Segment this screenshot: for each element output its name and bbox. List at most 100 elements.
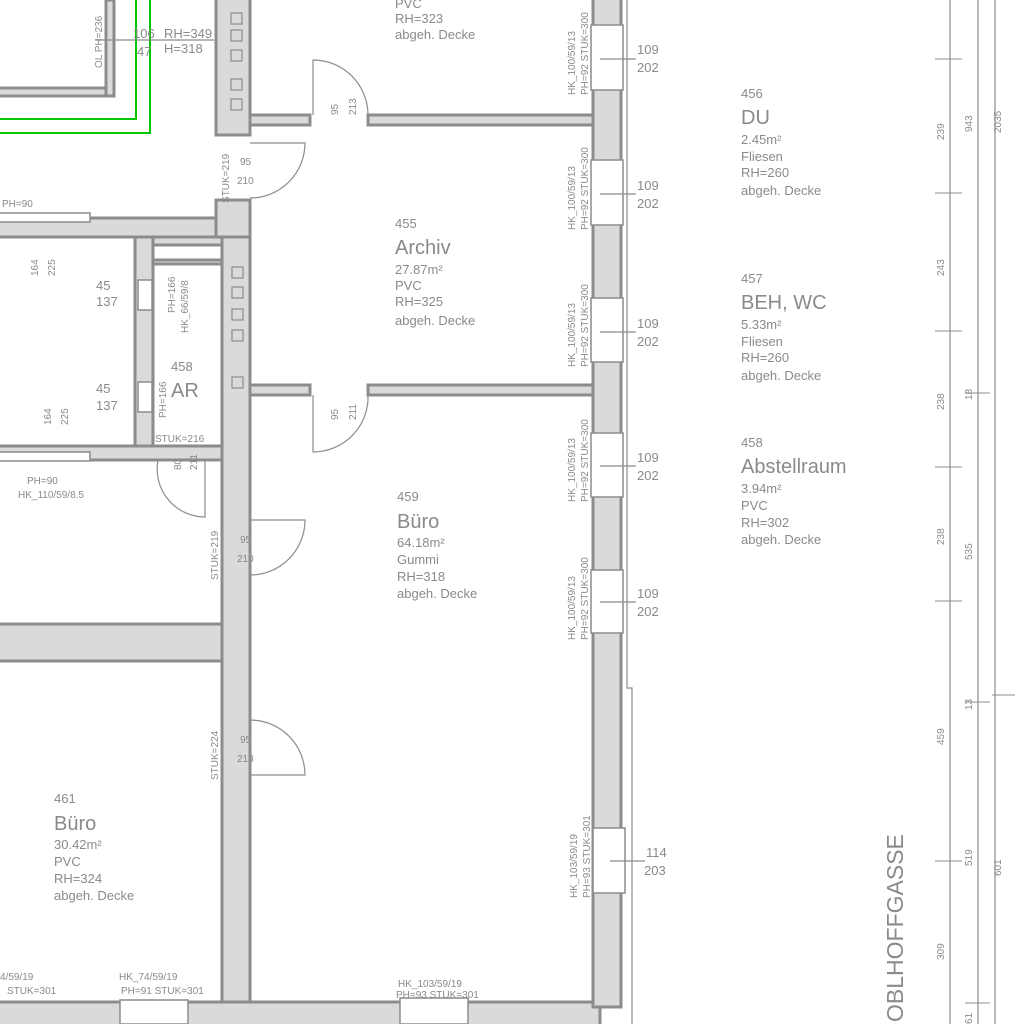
svg-text:45: 45 — [96, 278, 110, 293]
svg-text:213: 213 — [348, 98, 359, 115]
svg-text:4/59/19: 4/59/19 — [0, 972, 34, 983]
svg-text:210: 210 — [237, 554, 254, 565]
svg-text:RH=302: RH=302 — [741, 515, 789, 530]
svg-text:AR: AR — [171, 380, 199, 402]
svg-text:RH=260: RH=260 — [741, 165, 789, 180]
svg-text:PVC: PVC — [54, 854, 81, 869]
svg-text:PH=92 STUK=300: PH=92 STUK=300 — [580, 147, 591, 230]
svg-text:106: 106 — [133, 26, 155, 41]
svg-text:95: 95 — [240, 735, 252, 746]
svg-text:HK_100/59/13: HK_100/59/13 — [567, 166, 578, 230]
svg-text:2.45m²: 2.45m² — [741, 132, 782, 147]
room-458-label: 458 Abstellraum 3.94m² PVC RH=302 abgeh.… — [741, 435, 847, 547]
svg-text:PH=90: PH=90 — [27, 476, 58, 487]
svg-text:RH=260: RH=260 — [741, 350, 789, 365]
svg-text:203: 203 — [644, 863, 666, 878]
svg-text:202: 202 — [637, 334, 659, 349]
svg-text:HK_66/59/8: HK_66/59/8 — [180, 280, 191, 333]
svg-text:PVC: PVC — [395, 0, 422, 11]
shaft-wall — [214, 0, 252, 137]
svg-text:456: 456 — [741, 86, 763, 101]
svg-text:95: 95 — [330, 103, 341, 115]
svg-text:601: 601 — [993, 859, 1004, 876]
svg-text:Büro: Büro — [397, 511, 439, 533]
svg-text:459: 459 — [936, 728, 947, 745]
green-boundary — [0, 0, 151, 134]
svg-text:109: 109 — [637, 450, 659, 465]
svg-text:239: 239 — [936, 123, 947, 140]
svg-text:DU: DU — [741, 107, 770, 129]
door-swings — [156, 59, 369, 776]
svg-text:202: 202 — [637, 604, 659, 619]
svg-text:61: 61 — [964, 1012, 975, 1024]
svg-text:PVC: PVC — [395, 278, 422, 293]
shaft-markers — [230, 12, 244, 389]
top-left-wall — [0, 0, 116, 98]
svg-text:HK_100/59/13: HK_100/59/13 — [567, 438, 578, 502]
svg-text:RH=325: RH=325 — [395, 294, 443, 309]
svg-text:95: 95 — [240, 157, 252, 168]
svg-text:STUK=216: STUK=216 — [155, 434, 205, 445]
svg-text:OL PH=236: OL PH=236 — [94, 15, 105, 68]
svg-text:PH=93 STUK=301: PH=93 STUK=301 — [582, 815, 593, 898]
svg-text:Fliesen: Fliesen — [741, 149, 783, 164]
svg-text:3.94m²: 3.94m² — [741, 481, 782, 496]
svg-text:164: 164 — [30, 259, 41, 276]
svg-text:HK_100/59/13: HK_100/59/13 — [567, 576, 578, 640]
svg-text:STUK=301: STUK=301 — [7, 986, 57, 997]
svg-text:109: 109 — [637, 586, 659, 601]
svg-text:45: 45 — [96, 381, 110, 396]
svg-text:238: 238 — [936, 528, 947, 545]
svg-text:164: 164 — [43, 408, 54, 425]
svg-text:HK_110/59/8.5: HK_110/59/8.5 — [18, 490, 84, 501]
svg-text:abgeh. Decke: abgeh. Decke — [395, 27, 475, 42]
svg-text:HK_100/59/13: HK_100/59/13 — [567, 303, 578, 367]
svg-text:PH=166: PH=166 — [158, 381, 169, 418]
svg-text:PH=92 STUK=300: PH=92 STUK=300 — [580, 12, 591, 95]
svg-text:202: 202 — [637, 196, 659, 211]
svg-text:RH=349: RH=349 — [164, 26, 212, 41]
svg-text:PH=92 STUK=300: PH=92 STUK=300 — [580, 557, 591, 640]
svg-text:RH=324: RH=324 — [54, 871, 102, 886]
svg-text:abgeh. Decke: abgeh. Decke — [741, 183, 821, 198]
svg-text:2035: 2035 — [993, 110, 1004, 133]
svg-text:PH=92 STUK=300: PH=92 STUK=300 — [580, 284, 591, 367]
svg-text:BEH, WC: BEH, WC — [741, 292, 827, 314]
room-461-label: 461 Büro 30.42m² PVC RH=324 abgeh. Decke — [54, 791, 134, 903]
svg-text:PH=90: PH=90 — [2, 199, 33, 210]
svg-text:519: 519 — [964, 849, 975, 866]
svg-text:5.33m²: 5.33m² — [741, 317, 782, 332]
room-459-label: 459 Büro 64.18m² Gummi RH=318 abgeh. Dec… — [397, 489, 477, 601]
svg-text:457: 457 — [741, 271, 763, 286]
svg-text:238: 238 — [936, 393, 947, 410]
svg-text:PH=93 STUK=301: PH=93 STUK=301 — [396, 990, 479, 1001]
svg-text:HK_103/59/19: HK_103/59/19 — [398, 979, 462, 990]
svg-text:HK_74/59/19: HK_74/59/19 — [119, 972, 178, 983]
svg-text:Abstellraum: Abstellraum — [741, 456, 847, 478]
svg-text:202: 202 — [637, 60, 659, 75]
svg-text:abgeh. Decke: abgeh. Decke — [395, 313, 475, 328]
svg-text:225: 225 — [60, 408, 71, 425]
svg-text:95: 95 — [240, 535, 252, 546]
svg-text:H=318: H=318 — [164, 41, 203, 56]
svg-text:Gummi: Gummi — [397, 552, 439, 567]
svg-text:458: 458 — [741, 435, 763, 450]
svg-text:abgeh. Decke: abgeh. Decke — [397, 586, 477, 601]
svg-text:30.42m²: 30.42m² — [54, 837, 102, 852]
svg-text:HK_100/59/13: HK_100/59/13 — [567, 31, 578, 95]
dimension-labels: 239 243 238 238 459 309 943 18 535 13 51… — [936, 110, 1004, 1024]
svg-text:211: 211 — [348, 404, 359, 420]
svg-text:213: 213 — [237, 754, 254, 765]
room-top-partial: PVC RH=323 abgeh. Decke — [395, 0, 475, 42]
svg-text:309: 309 — [936, 943, 947, 960]
svg-text:STUK=219: STUK=219 — [210, 530, 221, 580]
svg-text:abgeh. Decke: abgeh. Decke — [741, 532, 821, 547]
room-457-label: 457 BEH, WC 5.33m² Fliesen RH=260 abgeh.… — [741, 271, 827, 383]
svg-text:211: 211 — [189, 454, 200, 470]
svg-text:109: 109 — [637, 42, 659, 57]
svg-text:27.87m²: 27.87m² — [395, 262, 443, 277]
svg-text:210: 210 — [237, 176, 254, 187]
